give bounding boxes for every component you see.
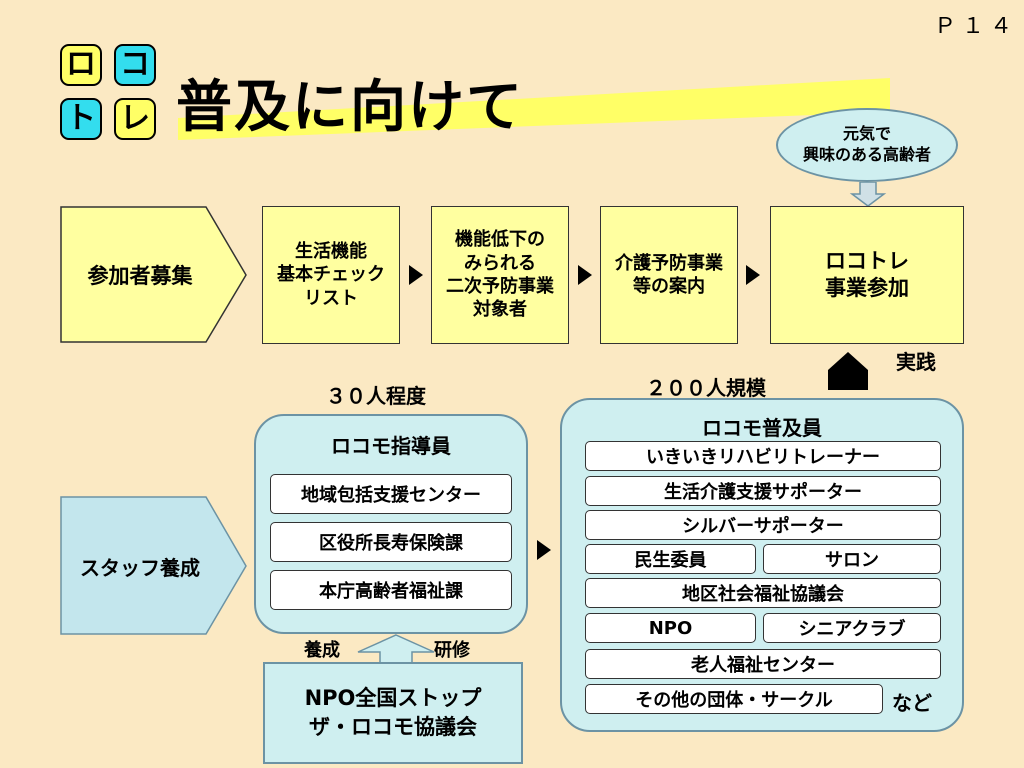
training-label-right: 研修 bbox=[434, 640, 470, 661]
promoter-item: いきいきリハビリトレーナー bbox=[585, 441, 941, 471]
promoter-item: 老人福祉センター bbox=[585, 649, 941, 679]
logo-char-to: ト bbox=[60, 98, 102, 140]
promoter-item: シルバーサポーター bbox=[585, 510, 941, 540]
training-up-arrow-icon bbox=[357, 634, 435, 664]
arrow-right-icon bbox=[578, 265, 592, 285]
step4-line-1: ロコトレ bbox=[825, 248, 909, 273]
instructors-title: ロコモ指導員 bbox=[331, 434, 451, 458]
step2-line-2: みられる bbox=[464, 252, 536, 274]
step4-line-2: 事業参加 bbox=[825, 276, 909, 300]
promoter-item: サロン bbox=[763, 544, 941, 574]
arrow-right-icon bbox=[537, 540, 551, 560]
promoter-item: NPO bbox=[585, 613, 756, 643]
count-instructors: ３０人程度 bbox=[326, 384, 426, 408]
npo-line-1: NPO全国ストップ bbox=[304, 685, 482, 710]
bubble-line-2: 興味のある高齢者 bbox=[802, 145, 931, 164]
step2-line-3: 二次予防事業 bbox=[446, 276, 554, 297]
staff-label: スタッフ養成 bbox=[80, 555, 200, 580]
step1-line-3: リスト bbox=[304, 287, 358, 309]
step-participation: ロコトレ 事業参加 bbox=[770, 206, 964, 344]
step1-line-2: 基本チェック bbox=[277, 264, 385, 286]
etc-label: など bbox=[892, 691, 932, 715]
training-label-left: 養成 bbox=[304, 640, 340, 661]
npo-line-2: ザ・ロコモ協議会 bbox=[309, 715, 477, 739]
promoter-item: 民生委員 bbox=[585, 544, 756, 574]
step-secondary-target: 機能低下の みられる 二次予防事業 対象者 bbox=[431, 206, 569, 344]
recruit-label: 参加者募集 bbox=[87, 264, 193, 288]
promoter-item: 生活介護支援サポーター bbox=[585, 476, 941, 506]
up-arrow-icon bbox=[828, 352, 868, 390]
step-guidance: 介護予防事業 等の案内 bbox=[600, 206, 738, 344]
practice-label: 実践 bbox=[896, 350, 936, 374]
arrow-right-icon bbox=[409, 265, 423, 285]
logo-char-ro: ロ bbox=[60, 44, 102, 86]
promoters-title: ロコモ普及員 bbox=[702, 416, 822, 440]
step1-line-1: 生活機能 bbox=[295, 240, 367, 262]
staff-arrow-shape bbox=[60, 496, 247, 635]
page-number: Ｐ１４ bbox=[934, 14, 1019, 39]
step-checklist: 生活機能 基本チェック リスト bbox=[262, 206, 400, 344]
npo-organization-box: NPO全国ストップ ザ・ロコモ協議会 bbox=[263, 662, 523, 764]
instructor-item: 本庁高齢者福祉課 bbox=[270, 570, 512, 610]
instructor-item: 地域包括支援センター bbox=[270, 474, 512, 514]
promoter-item: その他の団体・サークル bbox=[585, 684, 883, 714]
count-promoters: ２００人規模 bbox=[646, 376, 766, 400]
page-title: 普及に向けて bbox=[176, 75, 524, 140]
promoter-item: シニアクラブ bbox=[763, 613, 941, 643]
instructor-item: 区役所長寿保険課 bbox=[270, 522, 512, 562]
target-bubble: 元気で 興味のある高齢者 bbox=[776, 108, 958, 182]
step3-line-1: 介護予防事業 bbox=[615, 252, 723, 274]
locotore-logo: ロ コ ト レ bbox=[60, 44, 160, 144]
step2-line-4: 対象者 bbox=[473, 299, 527, 321]
step2-line-1: 機能低下の bbox=[455, 229, 545, 251]
recruit-arrow-shape bbox=[60, 206, 247, 343]
bubble-line-1: 元気で bbox=[842, 124, 891, 144]
logo-char-ko: コ bbox=[114, 44, 156, 86]
promoter-item: 地区社会福祉協議会 bbox=[585, 578, 941, 608]
step3-line-2: 等の案内 bbox=[633, 276, 705, 297]
logo-char-re: レ bbox=[114, 98, 156, 140]
down-arrow-icon bbox=[849, 182, 887, 207]
arrow-right-icon bbox=[746, 265, 760, 285]
